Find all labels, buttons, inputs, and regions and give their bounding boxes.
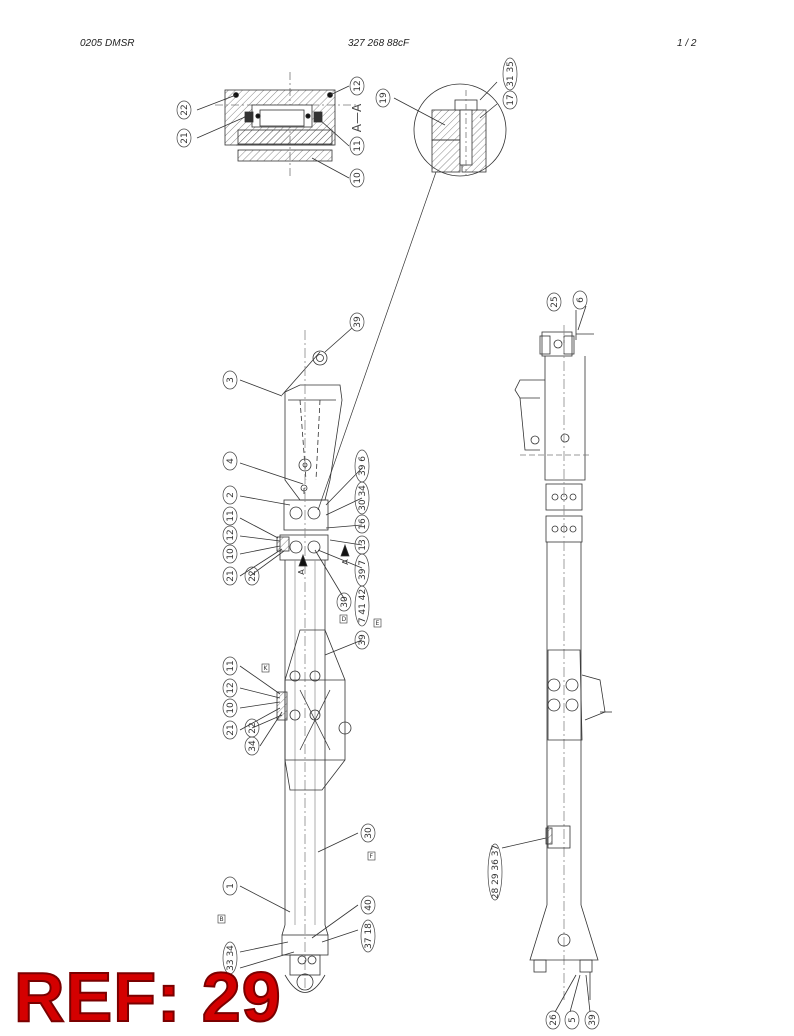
section-a-a-detail [196, 72, 360, 179]
header-page-number: 1 / 2 [677, 38, 697, 49]
callout-39-7: 39 7 [358, 560, 368, 580]
callout-19: 19 [379, 92, 389, 104]
callout-22-upper: 22 [248, 570, 258, 581]
view-marker-a-left: A [297, 569, 306, 575]
bolt-detail-view [317, 81, 507, 511]
callout-21-mid: 21 [226, 724, 236, 735]
callout-13: 13 [358, 539, 368, 550]
callout-3: 3 [226, 377, 236, 383]
callout-33-34: 33 34 [226, 945, 236, 971]
callout-11-mid: 11 [226, 660, 236, 671]
callout-37-18: 37 18 [364, 923, 374, 949]
callout-39-6: 39 6 [358, 456, 368, 476]
callout-10-upper: 10 [226, 548, 236, 560]
boom-front-view [239, 327, 363, 993]
callout-30-upper: 30 [340, 596, 350, 608]
callout-2: 2 [226, 492, 236, 498]
callout-21: 21 [180, 132, 190, 143]
callout-7-41-42: 7 41 42 [358, 589, 368, 623]
callout-5: 5 [568, 1017, 578, 1023]
callout-17: 17 [506, 94, 516, 105]
reference-boxes: D E K F B [217, 614, 382, 924]
callout-11: 11 [353, 140, 363, 151]
section-label-a-a: A—A [350, 103, 364, 132]
callout-11-upper: 11 [226, 510, 236, 521]
callout-12-upper: 12 [226, 529, 236, 540]
boom-side-view [501, 305, 612, 1013]
callout-39-top: 39 [353, 316, 363, 328]
box-e: E [376, 620, 380, 627]
callout-34: 34 [248, 740, 258, 752]
callout-10: 10 [353, 172, 363, 184]
box-k: K [264, 665, 269, 672]
view-marker-a-right: A [341, 559, 350, 565]
callout-30-34: 30 34 [358, 485, 368, 511]
callout-16: 16 [358, 518, 368, 530]
box-f: F [370, 853, 374, 860]
header-part-number: 327 268 88cF [348, 38, 410, 49]
callout-12-mid: 12 [226, 682, 236, 693]
callout-4: 4 [226, 458, 236, 464]
callout-21-upper: 21 [226, 570, 236, 581]
callout-25: 25 [550, 296, 560, 307]
callout-31-35: 31 35 [506, 61, 516, 87]
callout-22: 22 [180, 104, 190, 115]
callout-26: 26 [549, 1014, 559, 1026]
reference-number-stamp: REF: 29 [13, 958, 282, 1036]
callout-22-mid: 22 [248, 722, 258, 733]
box-b: B [220, 916, 224, 923]
callout-39-mid: 39 [358, 634, 368, 646]
callout-39-bottom: 39 [588, 1014, 598, 1026]
callout-10-mid: 10 [226, 702, 236, 714]
callout-1: 1 [226, 883, 236, 889]
callout-40: 40 [364, 899, 374, 911]
callout-12: 12 [353, 80, 363, 91]
header-drawing-code: 0205 DMSR [80, 38, 135, 49]
box-d: D [342, 616, 347, 623]
callout-28-29-36-37: 28 29 36 37 [491, 845, 501, 899]
callout-labels: 22 21 12 11 10 A—A 19 31 35 17 39 3 4 2 … [176, 57, 600, 1030]
callout-30-lower: 30 [364, 827, 374, 839]
callout-6: 6 [576, 297, 586, 303]
